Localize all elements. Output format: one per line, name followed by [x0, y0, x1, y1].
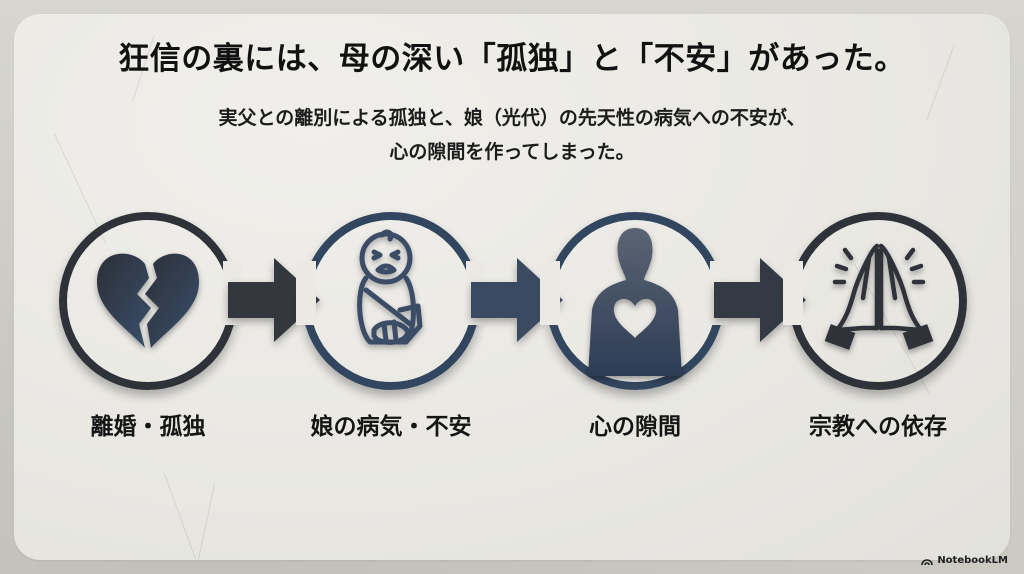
- step-3-label: 心の隙間: [589, 414, 681, 440]
- notebooklm-branding: NotebookLM: [921, 555, 1008, 566]
- brand-label: NotebookLM: [937, 555, 1008, 566]
- broken-heart-icon: [97, 253, 199, 348]
- crying-baby-icon: [357, 229, 423, 345]
- slide-subtitle: 実父との離別による孤独と、娘（光代）の先天性の病気への不安が、 心の隙間を作って…: [0, 101, 1024, 169]
- notebooklm-logo-icon: [921, 559, 934, 565]
- praying-hands-icon: [824, 243, 934, 350]
- step-2-label: 娘の病気・不安: [310, 414, 472, 440]
- step-4-label: 宗教への依存: [809, 414, 947, 440]
- step-1-ring: [59, 212, 243, 390]
- subtitle-line-2: 心の隙間を作ってしまった。: [389, 141, 635, 163]
- subtitle-line-1: 実父との離別による孤独と、娘（光代）の先天性の病気への不安が、: [218, 107, 806, 129]
- step-4-ring: [783, 212, 967, 390]
- person-heart-hole-icon: [588, 228, 682, 376]
- step-2-ring: [296, 212, 486, 390]
- step-3-ring: [540, 212, 730, 390]
- step-1-label: 離婚・孤独: [90, 414, 206, 440]
- slide-title: 狂信の裏には、母の深い「孤独」と「不安」があった。: [118, 41, 906, 77]
